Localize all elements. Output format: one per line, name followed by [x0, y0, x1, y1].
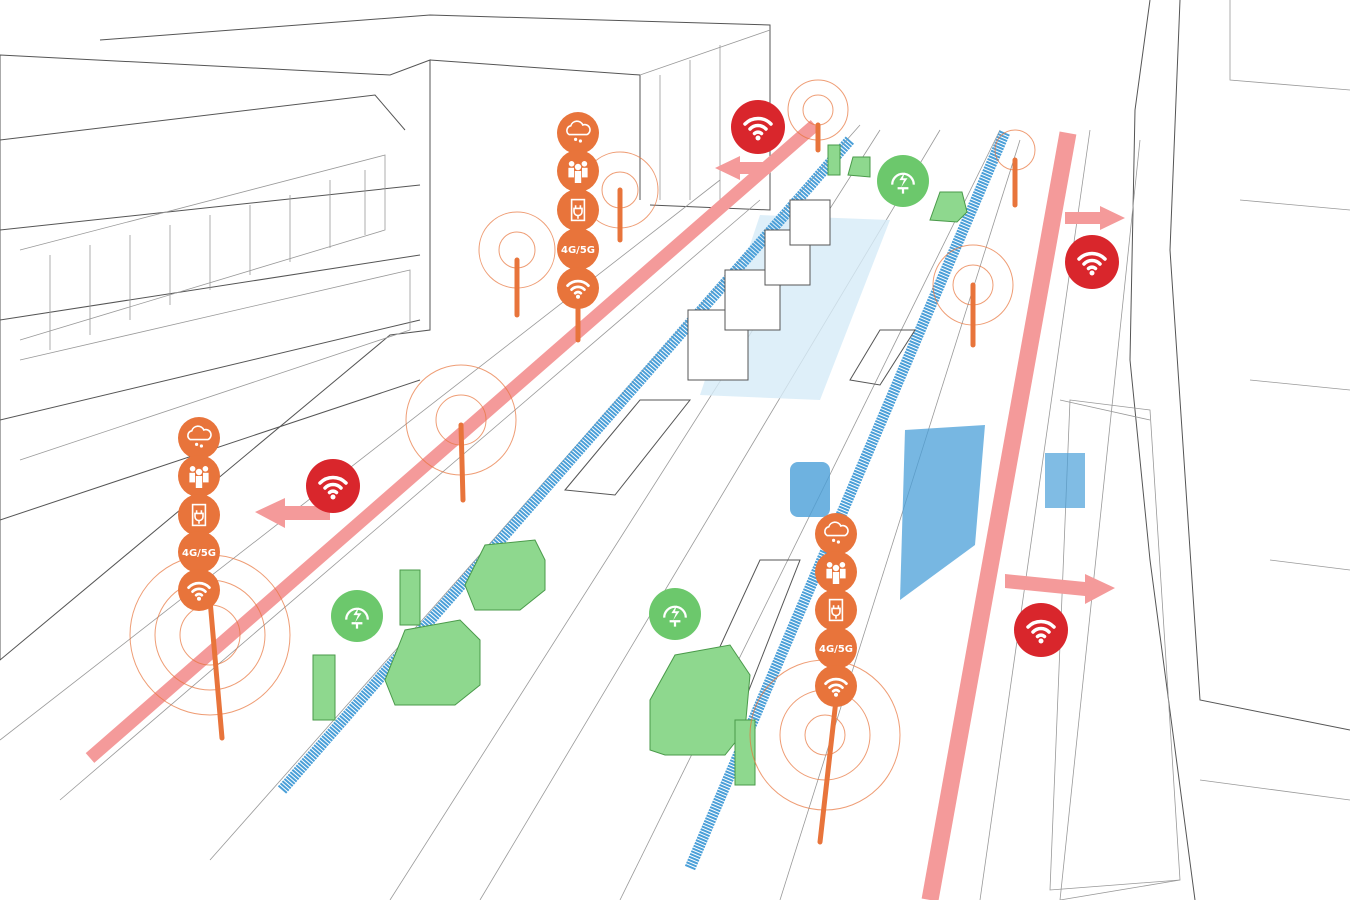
cellular-label: 4G/5G	[561, 245, 595, 256]
sensor-pole-1: 4G/5G	[557, 112, 599, 309]
cellular-icon	[557, 228, 599, 270]
buses	[687, 199, 831, 381]
ev-vehicles	[312, 144, 968, 786]
ev-charging-markers	[331, 155, 929, 642]
sensor-pole-3: 4G/5G	[815, 513, 857, 707]
cellular-icon	[178, 531, 220, 573]
cellular-label: 4G/5G	[182, 548, 216, 559]
sensor-pole-2: 4G/5G	[178, 417, 220, 611]
right-building	[1049, 0, 1350, 900]
mobility-hub	[790, 425, 1085, 600]
cellular-icon	[815, 627, 857, 669]
pedestrian-bands	[85, 120, 1125, 900]
cellular-label: 4G/5G	[819, 644, 853, 655]
wifi-hotspots	[306, 100, 1119, 657]
